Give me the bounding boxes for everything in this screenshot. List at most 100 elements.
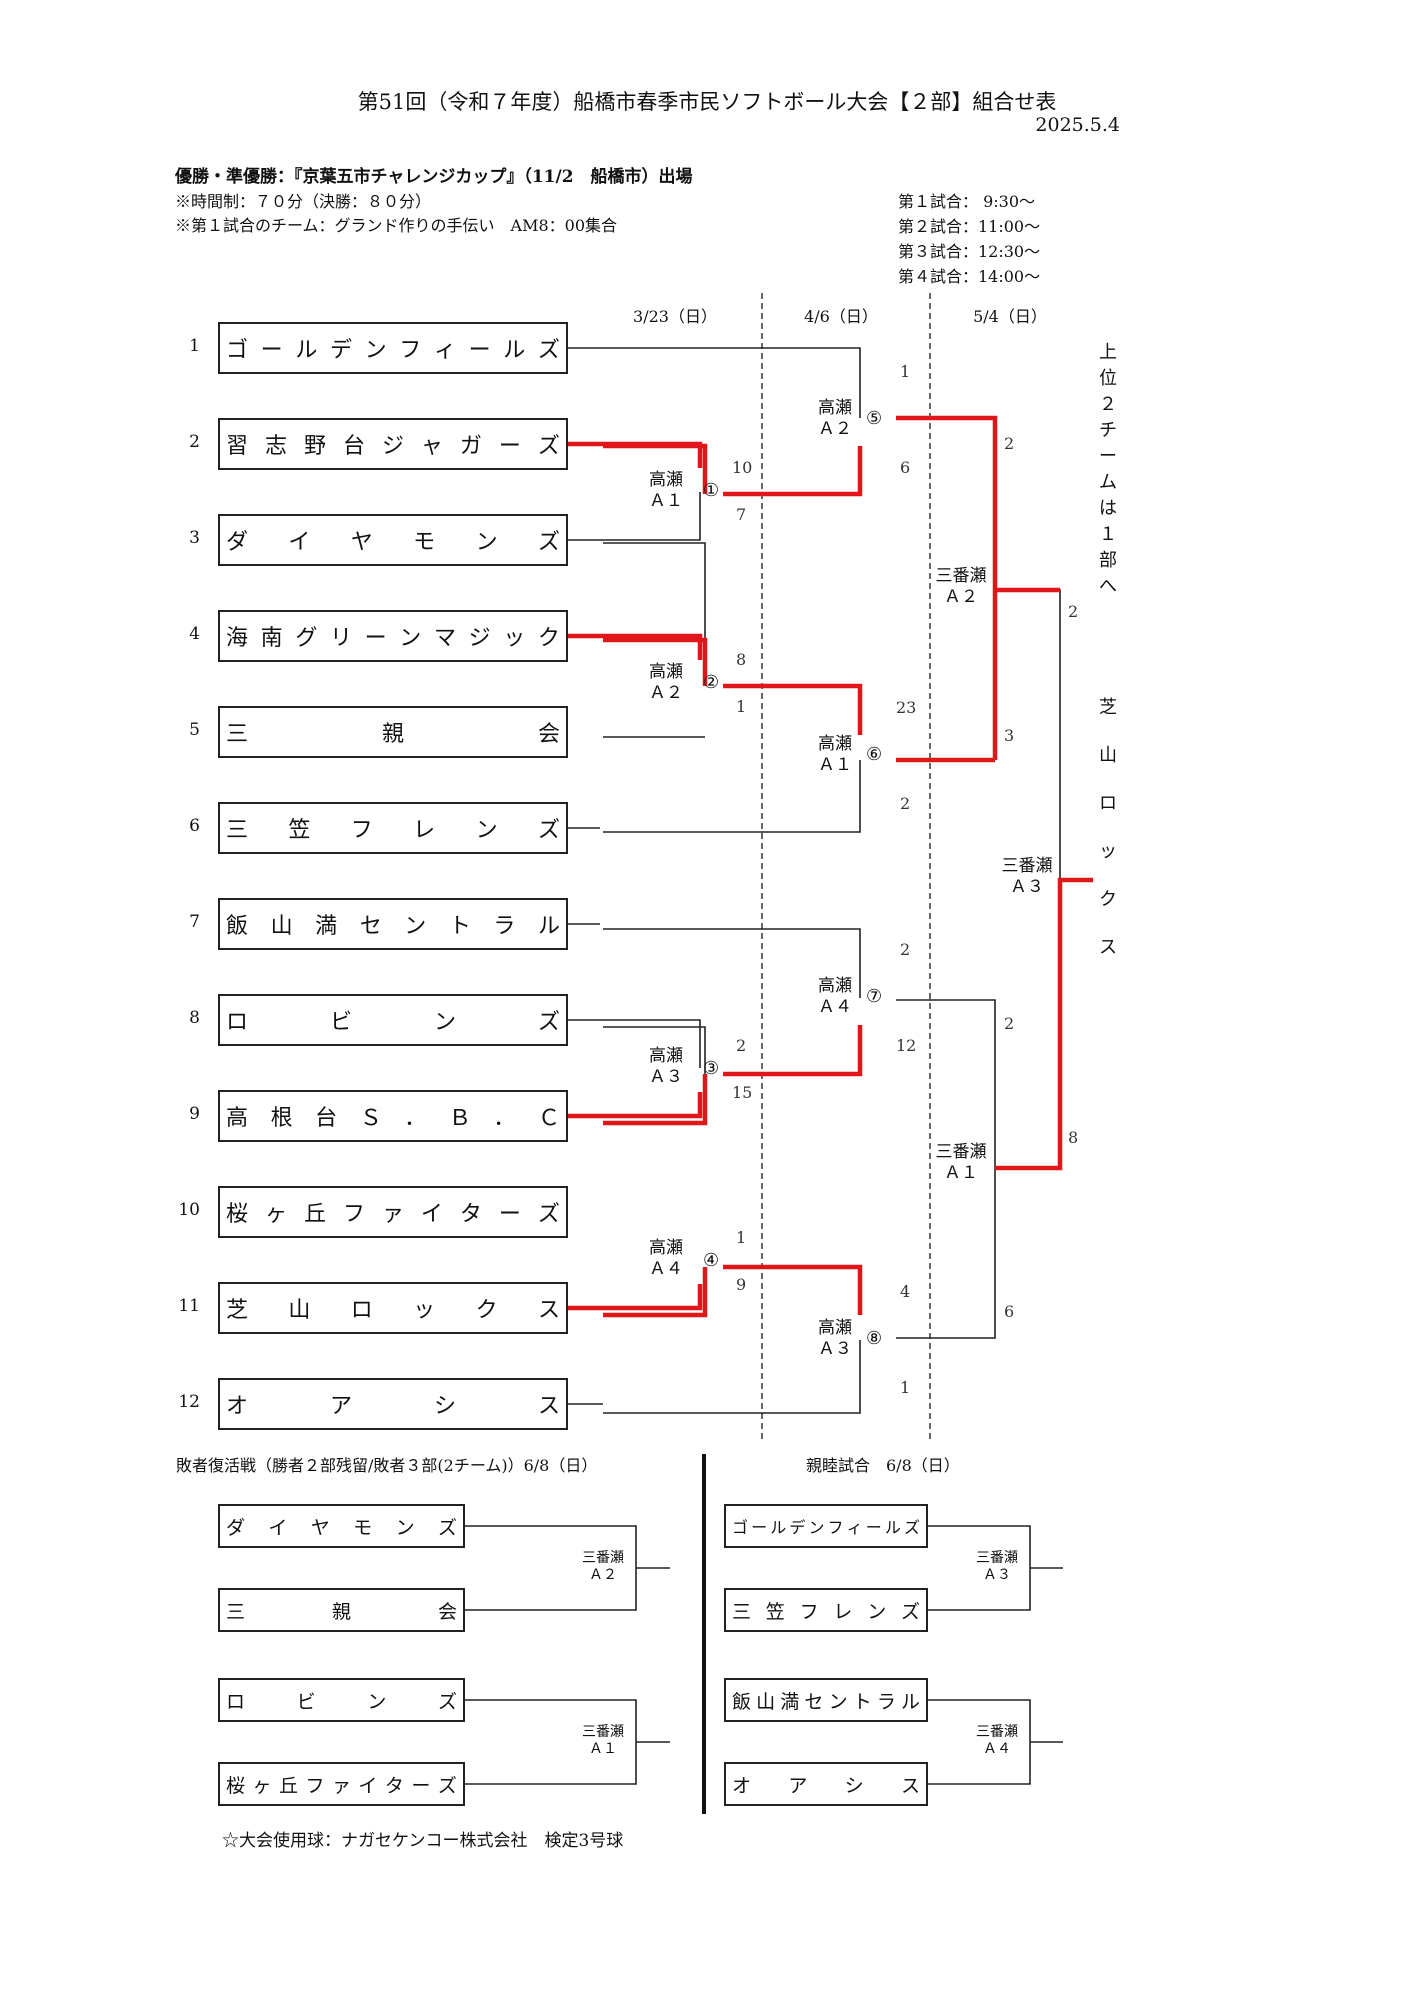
final-score-top: 2 — [1068, 602, 1079, 621]
team-name: ロビンズ — [226, 1690, 457, 1713]
match-2-number: ② — [703, 672, 720, 693]
semifinal-1-score-bottom: 3 — [1004, 726, 1015, 745]
team-box-6: 三笠フレンズ — [218, 802, 568, 854]
friendly-team-2: 三笠フレンズ — [724, 1588, 928, 1632]
match-4-number: ④ — [703, 1250, 720, 1271]
team-name: 飯山満セントラル — [226, 914, 560, 939]
match-8-number: ⑧ — [866, 1328, 883, 1349]
seed-number: 4 — [189, 624, 200, 644]
team-name: 海南グリーンマジック — [226, 626, 560, 651]
match-5-score-bottom: 6 — [900, 458, 911, 477]
team-name: 三笠フレンズ — [732, 1600, 920, 1623]
seed-number: 1 — [189, 336, 200, 356]
seed-number: 7 — [189, 912, 200, 932]
team-box-2: 習志野台ジャガーズ — [218, 418, 568, 470]
document-date: 2025.5.4 — [1035, 114, 1120, 136]
page-title: 第51回（令和７年度）船橋市春季市民ソフトボール大会【２部】組合せ表 — [357, 90, 1057, 114]
seed-number: 8 — [189, 1008, 200, 1028]
match-8-score-top: 4 — [900, 1282, 911, 1301]
match-1-score-top: 10 — [732, 458, 753, 477]
ground-prep-note: ※第１試合のチーム：グランド作りの手伝い AM8：00集合 — [175, 216, 617, 235]
team-box-7: 飯山満セントラル — [218, 898, 568, 950]
match-1-score-bottom: 7 — [736, 505, 747, 524]
schedule-game-2: 第２試合：11:00～ — [898, 217, 1041, 236]
semifinal-1-score-top: 2 — [1004, 434, 1015, 453]
team-name: 桜ヶ丘ファイターズ — [226, 1774, 457, 1797]
team-name: 飯山満セントラル — [732, 1690, 920, 1713]
match-5-number: ⑤ — [866, 408, 883, 429]
team-name: 習志野台ジャガーズ — [226, 434, 560, 459]
schedule-game-1: 第１試合： 9:30～ — [898, 192, 1036, 211]
section-divider — [702, 1454, 706, 1814]
schedule-game-3: 第３試合：12:30～ — [898, 242, 1041, 261]
seed-number: 6 — [189, 816, 200, 836]
team-box-3: ダイヤモンズ — [218, 514, 568, 566]
match-4-score-bottom: 9 — [736, 1275, 747, 1294]
team-name: オアシス — [226, 1394, 560, 1419]
match-1-number: ① — [703, 480, 720, 501]
team-name: 三笠フレンズ — [226, 818, 560, 843]
match-3-number: ③ — [703, 1058, 720, 1079]
consolation-title: 敗者復活戦（勝者２部残留/敗者３部(2チーム)）6/8（日） — [176, 1456, 598, 1475]
team-box-10: 桜ヶ丘ファイターズ — [218, 1186, 568, 1238]
team-name: ダイヤモンズ — [226, 530, 560, 555]
team-box-11: 芝山ロックス — [218, 1282, 568, 1334]
semifinal-2-score-bottom: 6 — [1004, 1302, 1015, 1321]
time-rule-note: ※時間制：７０分（決勝：８０分） — [175, 192, 432, 211]
promotion-note: 上位２チームは１部へ — [1099, 342, 1117, 597]
team-name: 三親会 — [226, 1600, 457, 1623]
round-2-date: 4/6（日） — [804, 307, 878, 326]
seed-number: 5 — [189, 720, 200, 740]
team-name: 桜ヶ丘ファイターズ — [226, 1202, 560, 1227]
seed-number: 12 — [178, 1392, 200, 1412]
team-box-4: 海南グリーンマジック — [218, 610, 568, 662]
semifinal-2-score-top: 2 — [1004, 1014, 1015, 1033]
team-box-1: ゴールデンフィールズ — [218, 322, 568, 374]
prize-note: 優勝・準優勝：『京葉五市チャレンジカップ』（11/2 船橋市）出場 — [175, 167, 693, 187]
team-name: ゴールデンフィールズ — [226, 338, 560, 363]
consolation-team-4: 桜ヶ丘ファイターズ — [218, 1762, 465, 1806]
round-3-date: 5/4（日） — [973, 307, 1047, 326]
schedule-game-4: 第４試合：14:00～ — [898, 267, 1041, 286]
team-box-12: オアシス — [218, 1378, 568, 1430]
match-7-number: ⑦ — [866, 986, 883, 1007]
team-box-8: ロビンズ — [218, 994, 568, 1046]
team-name: ゴールデンフィールズ — [732, 1518, 920, 1537]
match-8-score-bottom: 1 — [900, 1378, 911, 1397]
match-4-score-top: 1 — [736, 1228, 747, 1247]
match-5-score-top: 1 — [900, 362, 911, 381]
friendly-team-3: 飯山満セントラル — [724, 1678, 928, 1722]
team-name: ロビンズ — [226, 1010, 560, 1035]
team-name: 芝山ロックス — [226, 1298, 560, 1323]
consolation-team-1: ダイヤモンズ — [218, 1504, 465, 1548]
seed-number: 3 — [189, 528, 200, 548]
consolation-team-3: ロビンズ — [218, 1678, 465, 1722]
consolation-team-2: 三親会 — [218, 1588, 465, 1632]
seed-number: 10 — [178, 1200, 200, 1220]
footer-ball-note: ☆大会使用球：ナガセケンコー株式会社 検定3号球 — [222, 1831, 624, 1851]
seed-number: 9 — [189, 1104, 200, 1124]
match-2-score-top: 8 — [736, 650, 747, 669]
round-1-date: 3/23（日） — [633, 307, 717, 326]
friendly-title: 親睦試合 6/8（日） — [806, 1456, 960, 1475]
friendly-team-4: オアシス — [724, 1762, 928, 1806]
final-score-bottom: 8 — [1068, 1128, 1079, 1147]
match-6-score-bottom: 2 — [900, 794, 911, 813]
